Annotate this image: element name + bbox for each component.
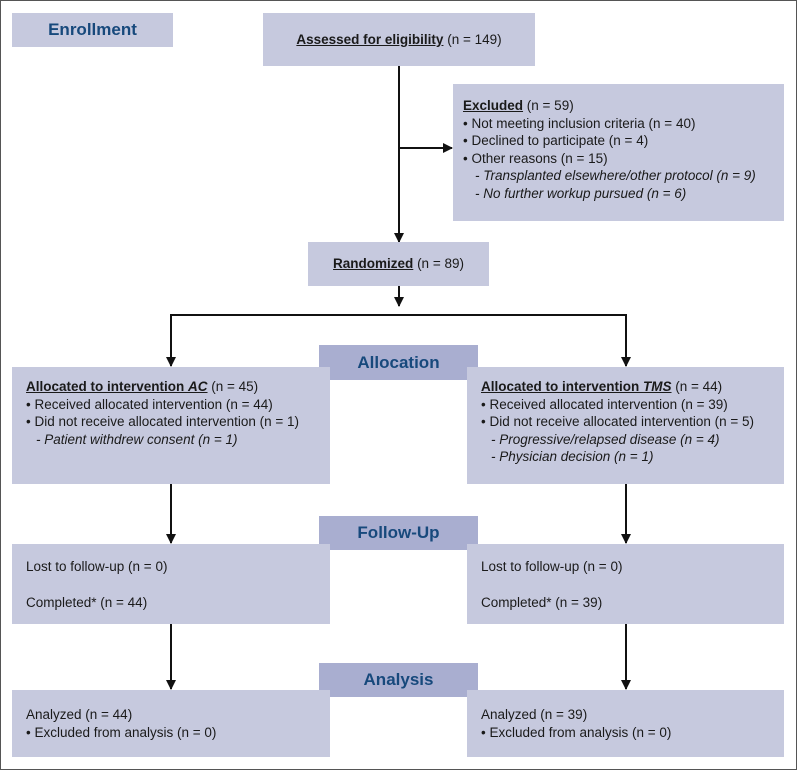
excluded-box: Excluded (n = 59) • Not meeting inclusio… <box>453 84 784 221</box>
ac-allocation-label: Allocated to intervention <box>26 379 189 394</box>
tms-allocation-item: • Did not receive allocated intervention… <box>481 414 754 429</box>
section-followup: Follow-Up <box>319 516 478 550</box>
tms-analyzed: Analyzed (n = 39) <box>481 707 588 722</box>
tms-analysis-box: Analyzed (n = 39) • Excluded from analys… <box>467 690 784 757</box>
ac-allocation-item: • Received allocated intervention (n = 4… <box>26 396 273 412</box>
assessed-box: Assessed for eligibility (n = 149) <box>263 13 535 66</box>
section-enrollment: Enrollment <box>12 13 173 47</box>
excluded-item: • Declined to participate (n = 4) <box>463 133 649 148</box>
ac-arm-name: AC <box>188 379 208 394</box>
tms-excluded-from-analysis: • Excluded from analysis (n = 0) <box>481 724 672 740</box>
excluded-label: Excluded <box>463 98 524 113</box>
tms-allocation-label: Allocated to intervention <box>481 379 644 394</box>
ac-lost-to-followup: Lost to follow-up (n = 0) <box>26 559 168 574</box>
tms-allocation-subitem: - Physician decision (n = 1) <box>491 449 654 464</box>
ac-analysis-box: Analyzed (n = 44) • Excluded from analys… <box>12 690 330 757</box>
assessed-label: Assessed for eligibility <box>296 31 444 47</box>
ac-allocation-box: Allocated to intervention AC (n = 45) • … <box>12 367 330 484</box>
tms-arm-name: TMS <box>643 379 672 394</box>
tms-lost-to-followup: Lost to follow-up (n = 0) <box>481 559 623 574</box>
excluded-subitem: - Transplanted elsewhere/other protocol … <box>475 168 756 183</box>
section-allocation: Allocation <box>319 345 478 380</box>
randomized-label: Randomized <box>333 256 414 272</box>
excluded-item: • Other reasons (n = 15) <box>463 150 608 166</box>
ac-followup-box: Lost to follow-up (n = 0) Completed* (n … <box>12 544 330 624</box>
tms-completed: Completed* (n = 39) <box>481 594 603 610</box>
ac-allocation-count: (n = 45) <box>211 379 259 394</box>
tms-allocation-subitem: - Progressive/relapsed disease (n = 4) <box>491 431 720 447</box>
ac-analyzed: Analyzed (n = 44) <box>26 707 133 722</box>
excluded-count: (n = 59) <box>526 98 574 113</box>
connector-branch <box>170 314 627 364</box>
ac-allocation-item: • Did not receive allocated intervention… <box>26 414 299 429</box>
ac-allocation-subitem: - Patient withdrew consent (n = 1) <box>36 431 238 447</box>
tms-allocation-count: (n = 44) <box>675 379 723 394</box>
randomized-count: (n = 89) <box>417 256 464 272</box>
tms-followup-box: Lost to follow-up (n = 0) Completed* (n … <box>467 544 784 624</box>
tms-allocation-item: • Received allocated intervention (n = 3… <box>481 396 728 412</box>
tms-allocation-box: Allocated to intervention TMS (n = 44) •… <box>467 367 784 484</box>
excluded-item: • Not meeting inclusion criteria (n = 40… <box>463 115 696 131</box>
section-analysis: Analysis <box>319 663 478 697</box>
ac-completed: Completed* (n = 44) <box>26 594 148 610</box>
assessed-count: (n = 149) <box>447 31 502 47</box>
randomized-box: Randomized (n = 89) <box>308 242 489 286</box>
excluded-subitem: - No further workup pursued (n = 6) <box>475 185 687 201</box>
ac-excluded-from-analysis: • Excluded from analysis (n = 0) <box>26 724 217 740</box>
